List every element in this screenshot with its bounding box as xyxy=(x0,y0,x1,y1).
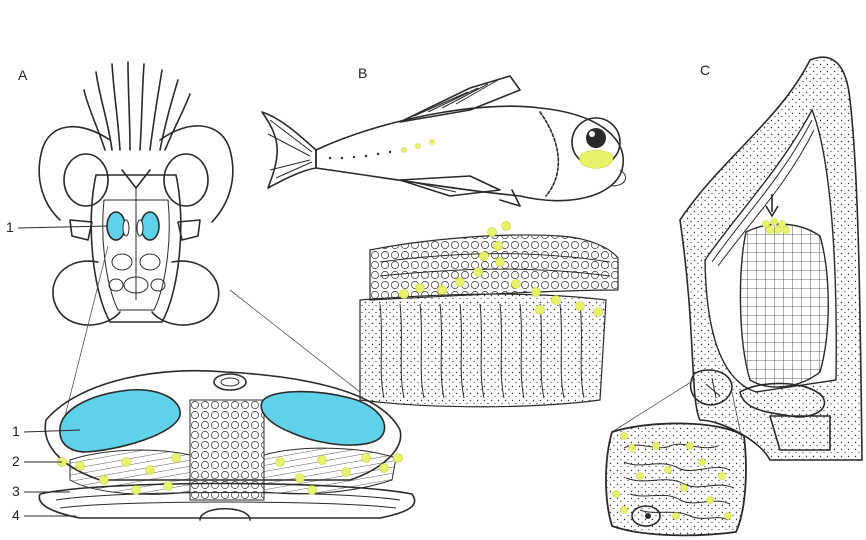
fish-lateral-line xyxy=(329,140,435,160)
squid-left-eye xyxy=(64,154,108,206)
panel-label-a: A xyxy=(18,67,28,83)
tunicate-pharynx xyxy=(740,224,828,387)
squid-funnel xyxy=(122,170,150,188)
callout-4: 4 xyxy=(12,507,20,523)
squid-right-fin xyxy=(152,261,219,325)
callout-1-top-leader xyxy=(18,226,108,228)
squid-left-tentacle xyxy=(39,127,110,220)
fish-body xyxy=(316,106,623,200)
panel-label-c: C xyxy=(700,62,710,78)
squid-light-organ-left xyxy=(107,212,125,240)
squid-right-eye xyxy=(164,154,208,206)
squid-arms xyxy=(84,62,190,150)
squid-illustration xyxy=(39,62,233,325)
squid-light-organ-right xyxy=(141,212,159,240)
fish-tissue-section xyxy=(360,222,618,407)
zoom-line-right xyxy=(230,290,360,392)
callout-1: 1 xyxy=(12,423,20,439)
panel-label-b: B xyxy=(358,65,367,81)
light-organ-cross-section xyxy=(39,371,414,520)
fish-tail xyxy=(262,112,316,188)
tunicate-cell-inset xyxy=(606,423,746,535)
fish-illustration xyxy=(262,76,626,206)
squid-left-fin xyxy=(53,261,120,325)
fish-light-organ xyxy=(580,150,613,168)
callout-3: 3 xyxy=(12,483,20,499)
tunicate-illustration xyxy=(680,57,862,460)
squid-internal-organs xyxy=(109,254,165,293)
callout-2: 2 xyxy=(12,453,20,469)
cross-section-lens-left xyxy=(60,390,180,452)
callout-1-top: 1 xyxy=(6,219,14,235)
squid-right-tentacle xyxy=(160,126,233,222)
